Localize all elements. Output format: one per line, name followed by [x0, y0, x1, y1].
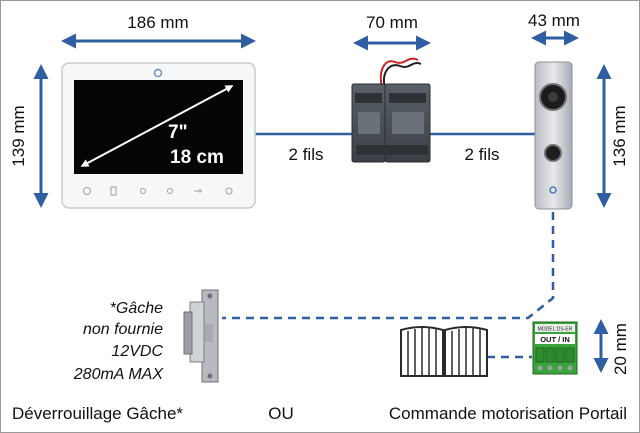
bell-icon — [140, 188, 146, 194]
strike-note-line-2: non fournie — [83, 321, 163, 338]
power-icon — [83, 187, 91, 195]
caption-or: OU — [268, 404, 294, 423]
call-button-icon — [544, 144, 562, 162]
door-station — [534, 61, 573, 210]
talk-icon — [167, 188, 173, 194]
monitor-width-label: 186 mm — [127, 13, 188, 32]
logo-icon — [549, 186, 557, 194]
gate — [400, 326, 488, 377]
key-icon — [194, 189, 202, 193]
right-wire-label: 2 fils — [465, 145, 500, 164]
person-icon — [110, 186, 117, 196]
left-wire-label: 2 fils — [289, 145, 324, 164]
diagonal-arrow — [80, 85, 234, 167]
screen-size-cm: 18 cm — [170, 147, 224, 168]
caption-strike: Déverrouillage Gâche* — [12, 404, 183, 423]
doorbell-height-label: 136 mm — [610, 105, 629, 166]
strike-note-line-4: 280mA MAX — [73, 366, 165, 383]
electric-strike — [183, 289, 219, 383]
strike-note-line-3: 12VDC — [111, 343, 163, 360]
monitor: 7" 18 cm — [61, 62, 256, 209]
caption-gate: Commande motorisation Portail — [389, 404, 627, 423]
module-model-text: MODEL:DS-ER — [538, 327, 573, 333]
relay-module: MODEL:DS-ER OUT / IN — [532, 321, 578, 375]
psu-width-label: 70 mm — [366, 13, 418, 32]
home-icon — [225, 187, 233, 195]
screen-size-inches: 7" — [168, 122, 188, 143]
camera-icon — [153, 68, 163, 78]
strike-note-line-1: *Gâche — [110, 300, 163, 317]
power-supply — [351, 57, 431, 163]
doorbell-width-label: 43 mm — [528, 11, 580, 30]
monitor-height-label: 139 mm — [9, 105, 28, 166]
wire-strike-dashed — [222, 212, 555, 320]
module-height-label: 20 mm — [611, 323, 630, 375]
module-io-label: OUT / IN — [540, 335, 570, 344]
